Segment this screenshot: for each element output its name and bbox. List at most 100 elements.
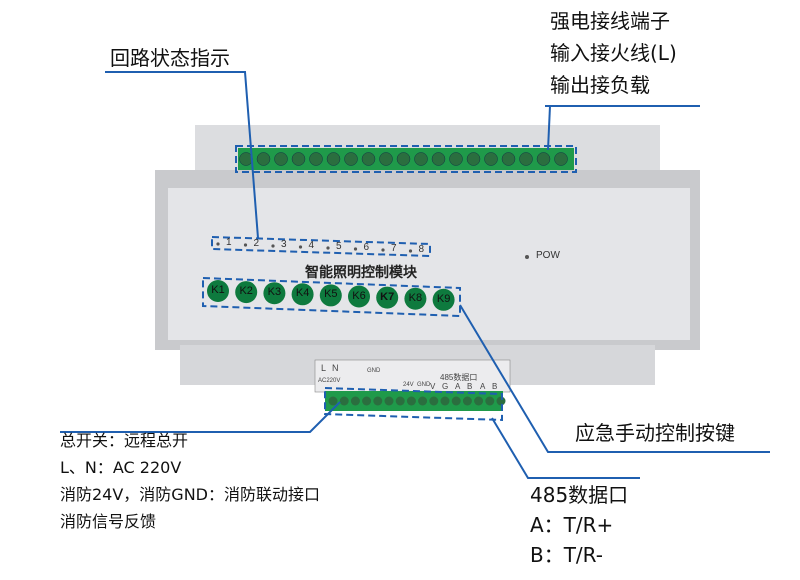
terminal-label-gnd: GND <box>367 368 381 374</box>
manual-key-label: K1 <box>211 284 225 296</box>
manual-key-button[interactable] <box>432 288 455 311</box>
terminal-screw <box>440 396 450 406</box>
rs485-plate-label: 485数据口 <box>440 373 478 382</box>
indicator-label: 7 <box>391 243 397 254</box>
terminal-screw <box>554 152 568 166</box>
terminal-screw <box>501 152 516 166</box>
strong-terminal-annotation: 强电接线端子 输入接火线(L) 输出接负载 <box>550 8 677 98</box>
annotation-line: 消防信号反馈 <box>60 512 157 531</box>
terminal-screw <box>484 152 498 166</box>
status-led <box>408 249 413 253</box>
indicator-label: 5 <box>336 241 342 252</box>
status-led <box>298 245 303 249</box>
terminal-label-a: A <box>455 382 461 391</box>
terminal-label-ac220v: AC220V <box>318 378 341 384</box>
indicator-label: 8 <box>418 244 425 255</box>
terminal-screw <box>496 396 506 406</box>
manual-key-label: K3 <box>267 286 282 299</box>
terminal-screw <box>291 152 306 166</box>
terminal-label-plate <box>314 359 511 393</box>
annotation-line: A：T/R+ <box>530 513 614 537</box>
annotation-line: 输出接负载 <box>550 73 650 97</box>
status-led <box>271 244 275 248</box>
manual-key-button[interactable] <box>207 280 229 302</box>
indicator-highlight <box>211 235 431 258</box>
status-led <box>216 242 220 246</box>
terminal-screw <box>350 396 360 406</box>
manual-key-button[interactable] <box>235 281 258 304</box>
bottom-terminal-highlight <box>324 386 503 422</box>
terminal-label-n: N <box>332 363 339 373</box>
manual-key-button[interactable] <box>291 283 314 306</box>
manual-key-label: K7 <box>380 290 395 303</box>
terminal-screw <box>361 152 376 166</box>
top-terminal-highlight <box>235 145 577 173</box>
terminal-screw <box>474 396 484 406</box>
terminal-label-a: A <box>480 382 486 391</box>
terminal-screw <box>406 396 416 406</box>
annotation-line: B：T/R- <box>530 543 603 567</box>
terminal-label-b: B <box>492 382 498 391</box>
front-panel <box>168 188 690 340</box>
manual-key-label: K9 <box>436 292 451 305</box>
annotation-line: 强电接线端子 <box>550 9 670 33</box>
terminal-screw <box>449 152 463 166</box>
loop-status-annotation: 回路状态指示 <box>110 46 230 70</box>
indicator-label: 2 <box>253 238 260 249</box>
terminal-screw <box>373 396 383 406</box>
terminal-screw <box>431 152 446 166</box>
terminal-screw <box>339 396 349 406</box>
manual-key-button[interactable] <box>404 287 427 310</box>
terminal-screw <box>414 152 428 166</box>
status-led <box>353 247 358 251</box>
terminal-screw <box>309 152 323 166</box>
terminal-screw <box>274 152 288 166</box>
terminal-screw <box>326 152 341 166</box>
button-highlight <box>202 276 461 318</box>
annotation-line: 485数据口 <box>530 483 629 507</box>
manual-key-label: K6 <box>352 289 366 302</box>
terminal-label-fire-gnd: GND <box>417 382 431 388</box>
terminal-label-24v: 24V <box>403 382 414 388</box>
status-led <box>243 243 248 247</box>
leader-line <box>547 105 551 151</box>
indicator-label: 1 <box>226 237 232 248</box>
terminal-screw <box>362 396 372 406</box>
terminal-screw <box>328 396 338 406</box>
manual-key-button[interactable] <box>319 284 342 307</box>
manual-key-button[interactable] <box>263 282 286 305</box>
status-led <box>326 246 330 250</box>
annotation-line: 总开关：远程总开 <box>60 431 189 450</box>
leader-line <box>105 71 259 239</box>
terminal-screw <box>418 396 428 406</box>
terminal-screw <box>344 152 358 166</box>
device-title: 智能照明控制模块 <box>305 264 417 280</box>
rs485-annotation: 485数据口 A：T/R+ B：T/R- <box>530 480 628 570</box>
manual-key-label: K2 <box>239 285 253 298</box>
indicator-label: 3 <box>281 239 287 250</box>
terminal-screw <box>451 396 461 406</box>
terminal-screw <box>536 152 551 166</box>
status-led <box>381 248 385 252</box>
terminal-screw <box>429 396 439 406</box>
terminal-screw <box>384 396 394 406</box>
power-led <box>525 255 529 259</box>
terminal-label-g: G <box>442 382 449 391</box>
terminal-label-v: V <box>430 382 436 391</box>
power-label: POW <box>536 250 560 261</box>
manual-key-button[interactable] <box>348 285 370 308</box>
leader-line <box>459 304 770 453</box>
indicator-label: 6 <box>363 242 370 253</box>
annotation-line: 输入接火线(L) <box>550 41 677 65</box>
terminal-screw <box>396 152 411 166</box>
terminal-screw <box>395 396 405 406</box>
terminal-screw <box>462 396 472 406</box>
left-bottom-annotation: 总开关：远程总开 L、N：AC 220V 消防24V，消防GND：消防联动接口 … <box>60 427 320 535</box>
annotation-line: 消防24V，消防GND：消防联动接口 <box>60 485 320 504</box>
terminal-screw <box>256 152 271 166</box>
manual-key-button[interactable] <box>376 286 399 309</box>
manual-key-label: K8 <box>408 291 423 304</box>
manual-key-label: K5 <box>324 288 338 301</box>
